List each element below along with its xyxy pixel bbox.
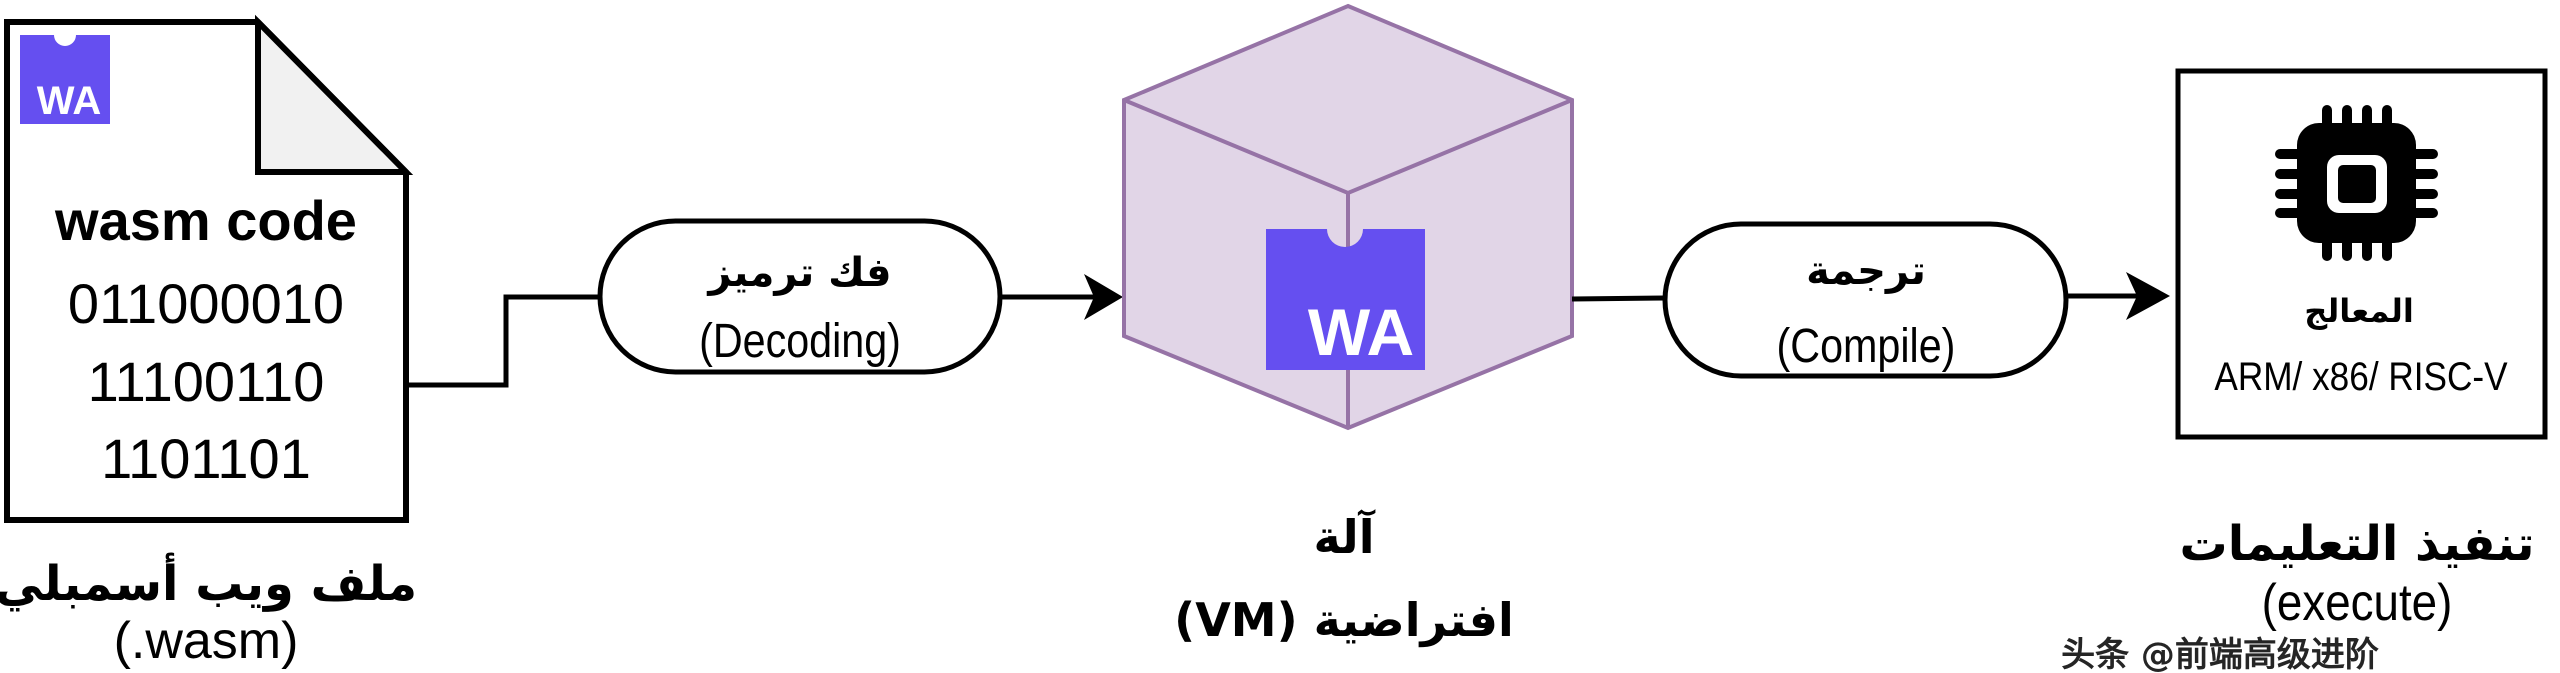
execute-label: تنفيذ التعليمات (execute) [2180,516,2535,632]
compile-label-ar: ترجمة [1806,248,1926,294]
wasm-file-label-en: (.wasm) [114,612,299,670]
processor-label: المعالج [2304,292,2414,330]
compile-pill [1662,221,2069,379]
binary-line: 1101101 [101,427,311,490]
webassembly-logo-icon: WA [1266,229,1425,370]
processor-node: المعالج ARM/ x86/ RISC-V [2175,68,2548,440]
compile-step: ترجمة (Compile) [1662,221,2069,379]
binary-line: 11100110 [88,350,325,413]
webassembly-logo-icon: WA [20,35,110,124]
arrowhead-icon [1084,274,1123,320]
wasm-code-title: wasm code [54,189,357,252]
document-fold [255,14,414,175]
execute-label-ar: تنفيذ التعليمات [2180,516,2535,572]
decoding-step: فك ترميز (Decoding) [597,218,1003,375]
execute-label-en: (execute) [2262,574,2453,631]
binary-line: 011000010 [68,272,344,335]
cpu-chip-icon [2275,105,2438,261]
compile-label-en: (Compile) [1777,319,1956,373]
wasm-logo-text: WA [37,79,101,123]
decoding-label-en: (Decoding) [699,314,901,368]
vm-label-line2: افتراضية (VM) [1174,593,1514,647]
arrow-decoding-to-vm [1000,274,1123,320]
vm-logo-text: WA [1308,295,1414,369]
decoding-label-ar: فك ترميز [706,250,891,296]
virtual-machine-node: WA آلة افتراضية (VM) [1122,3,1574,647]
connector-file-to-decoding [406,294,600,388]
processor-architectures: ARM/ x86/ RISC-V [2214,354,2507,399]
vm-label-line1: آلة [1314,509,1376,564]
arrow-compile-to-processor [2066,272,2170,320]
arrowhead-icon [2126,272,2170,320]
watermark: 头条 @前端高级进阶 [2061,635,2379,673]
wasm-file-label-ar: ملف ويب أسمبلي [0,552,417,612]
connector-vm-to-compile [1571,295,1666,302]
wasm-file-node: WA wasm code 011000010 11100110 1101101 … [0,14,417,670]
